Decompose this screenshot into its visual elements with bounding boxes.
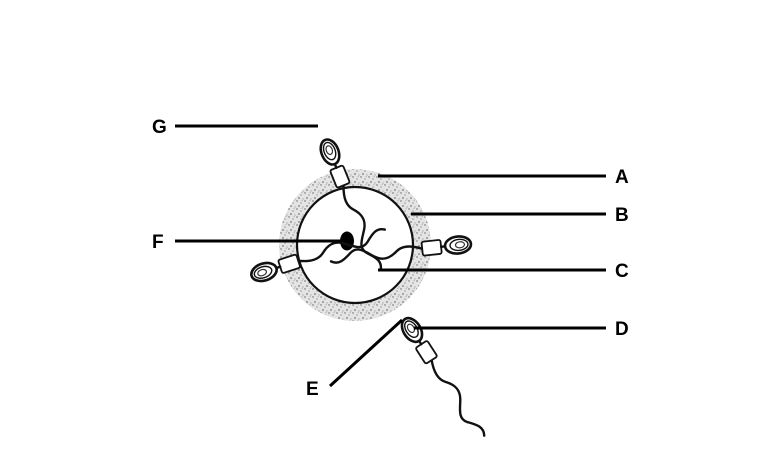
label-b: B: [615, 205, 629, 226]
egg-membrane: [295, 185, 415, 305]
label-e: E: [306, 379, 319, 400]
nucleus: [340, 231, 354, 251]
label-d: D: [615, 319, 629, 340]
label-g: G: [152, 117, 167, 138]
label-f: F: [152, 232, 164, 253]
sperm-bottom: [396, 313, 491, 444]
label-a: A: [615, 167, 629, 188]
label-c: C: [615, 261, 629, 282]
pointer-e: [328, 318, 404, 388]
